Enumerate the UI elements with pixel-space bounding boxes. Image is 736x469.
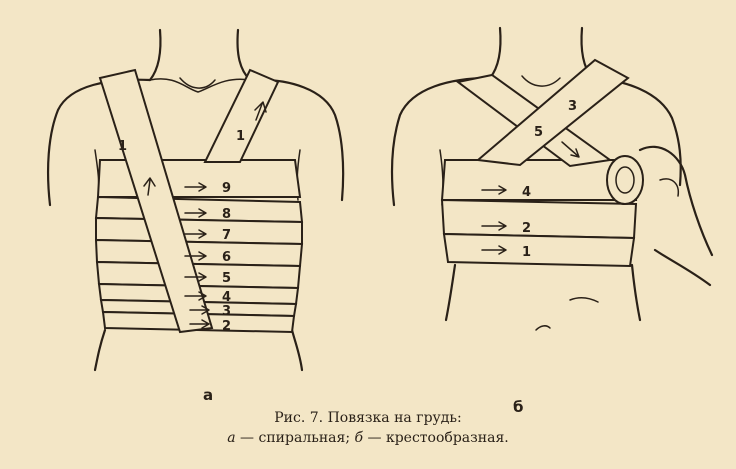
cross-label-3: 3 xyxy=(568,99,577,114)
turn-7: 7 xyxy=(222,228,231,243)
arrows-a xyxy=(184,182,210,329)
strap-1-left: 1 xyxy=(118,139,127,154)
turn-9: 9 xyxy=(222,181,231,196)
turn-5: 5 xyxy=(222,271,231,286)
arrows-b xyxy=(481,141,580,255)
caption-b-text: — крестообразная. xyxy=(363,430,509,446)
turn-b-1: 1 xyxy=(522,245,531,260)
caption-line-2: а — спиральная; б — крестообразная. xyxy=(0,430,736,446)
figure-a-label: а xyxy=(203,386,213,404)
cross-label-5: 5 xyxy=(534,125,543,140)
caption-a-text: — спиральная; xyxy=(235,430,355,446)
caption-a: а xyxy=(227,430,236,446)
turn-b-4: 4 xyxy=(522,185,531,200)
strap-1-right: 1 xyxy=(236,129,245,144)
figure-b-label: б xyxy=(513,398,523,416)
turn-6: 6 xyxy=(222,250,231,265)
caption-b: б xyxy=(354,430,364,446)
hand-with-roll xyxy=(606,145,714,287)
turn-3: 3 xyxy=(222,304,231,319)
straps-a xyxy=(98,68,280,334)
turn-2: 2 xyxy=(222,319,231,334)
caption-line-1: Рис. 7. Повязка на грудь: xyxy=(274,410,462,426)
turn-b-2: 2 xyxy=(522,221,531,236)
turn-4: 4 xyxy=(222,290,231,305)
turn-8: 8 xyxy=(222,207,231,222)
cross-bands-b xyxy=(440,58,638,268)
